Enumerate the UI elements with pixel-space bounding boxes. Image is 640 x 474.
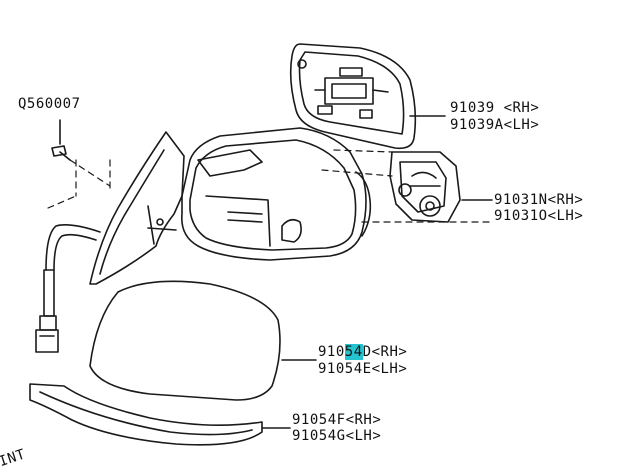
cover-rh-suffix: D<RH>: [362, 344, 408, 360]
glass-rh-label: 91039 <RH>: [450, 100, 540, 116]
mirror-cover-drawing: [89, 280, 317, 401]
dashed-guides: [47, 149, 493, 223]
motor-lh-label: 91031O<LH>: [494, 208, 584, 224]
finisher-lh-label: 91054G<LH>: [292, 428, 382, 444]
mirror-glass-drawing: [289, 43, 446, 150]
finisher-rh-label: 91054F<RH>: [292, 412, 382, 428]
screw-part-label: Q560007: [18, 96, 81, 112]
cover-rh-prefix: 910: [318, 344, 345, 360]
cover-lh-label: 91054E<LH>: [318, 361, 408, 377]
motor-rh-label: 91031N<RH>: [494, 192, 584, 208]
mirror-base-drawing: [89, 131, 185, 285]
glass-lh-label: 91039A<LH>: [450, 117, 540, 133]
mirror-motor-drawing: [389, 151, 493, 223]
finisher-drawing: [29, 383, 291, 446]
wire-harness-drawing: [35, 224, 101, 353]
cover-rh-highlight: 54: [344, 344, 363, 360]
screw-drawing: [51, 119, 71, 161]
cover-rh-label: 91054D<RH>: [318, 344, 407, 360]
mirror-body-drawing: [181, 127, 372, 261]
